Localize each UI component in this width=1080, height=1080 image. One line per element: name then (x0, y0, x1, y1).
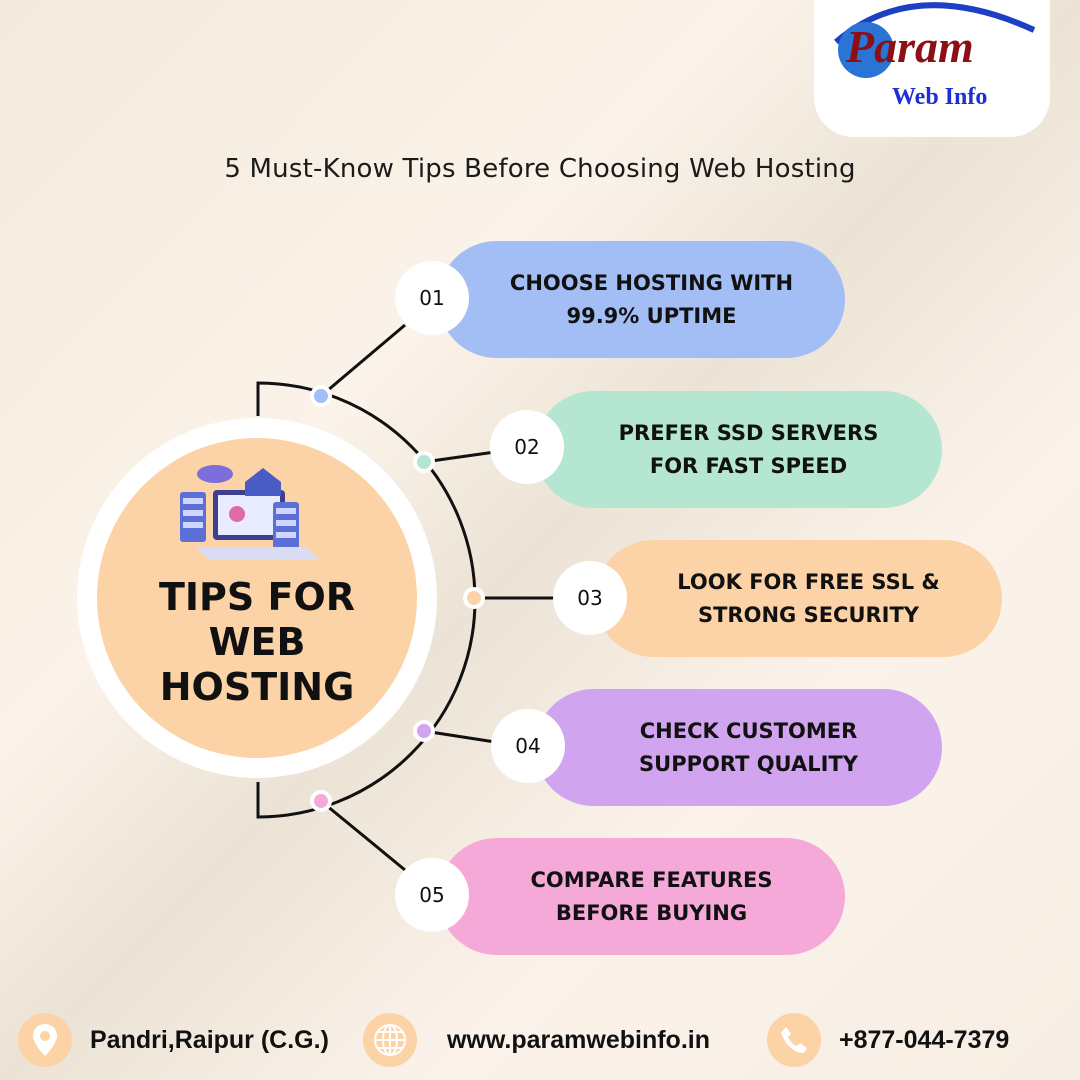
address-text: Pandri,Raipur (C.G.) (90, 1025, 329, 1054)
tip-number-05: 05 (395, 858, 469, 932)
tip-card-05: COMPARE FEATURES BEFORE BUYING (438, 838, 845, 955)
tip-text: LOOK FOR FREE SSL & (677, 569, 940, 594)
tip-card-04: CHECK CUSTOMER SUPPORT QUALITY (535, 689, 942, 806)
dot-05 (310, 790, 332, 812)
dot-01 (310, 385, 332, 407)
svg-text:Web Info: Web Info (892, 84, 987, 110)
footer-phone[interactable]: +877-044-7379 (767, 1012, 1009, 1068)
center-heading-line3: HOSTING (159, 665, 355, 709)
page-title: 5 Must-Know Tips Before Choosing Web Hos… (224, 154, 856, 184)
web-hosting-illustration-icon (180, 465, 320, 560)
location-pin-icon (18, 1013, 72, 1067)
logo-card: Param Web Info (814, 0, 1050, 137)
dot-03 (463, 587, 485, 609)
dot-04 (413, 720, 435, 742)
tip-text: 99.9% UPTIME (566, 303, 737, 328)
center-heading-line2: WEB (208, 620, 306, 664)
tip-number-03: 03 (553, 561, 627, 635)
footer-address: Pandri,Raipur (C.G.) (18, 1012, 329, 1068)
center-heading-line1: TIPS FOR (158, 575, 356, 619)
tip-card-01: CHOOSE HOSTING WITH 99.9% UPTIME (438, 241, 845, 358)
tip-number-02: 02 (490, 410, 564, 484)
tip-text: PREFER SSD SERVERS (618, 420, 879, 445)
tip-text: CHECK CUSTOMER (639, 718, 858, 743)
tip-text: BEFORE BUYING (555, 900, 748, 925)
svg-text:Param: Param (845, 21, 974, 72)
tip-text: STRONG SECURITY (697, 602, 920, 627)
footer-website[interactable]: www.paramwebinfo.in (363, 1012, 710, 1068)
tip-text: COMPARE FEATURES (530, 867, 773, 892)
tip-text: SUPPORT QUALITY (639, 751, 858, 776)
website-link[interactable]: www.paramwebinfo.in (447, 1025, 710, 1054)
tip-card-02: PREFER SSD SERVERS FOR FAST SPEED (535, 391, 942, 508)
phone-number[interactable]: +877-044-7379 (839, 1025, 1010, 1054)
tip-number-04: 04 (491, 709, 565, 783)
globe-icon (363, 1013, 417, 1067)
tip-number-01: 01 (395, 261, 469, 335)
param-web-info-logo: Param Web Info (834, 2, 1036, 110)
center-heading: TIPS FOR WEB HOSTING (97, 575, 417, 710)
tip-text: CHOOSE HOSTING WITH (509, 270, 794, 295)
phone-icon (767, 1013, 821, 1067)
tip-text: FOR FAST SPEED (649, 453, 848, 478)
tip-card-03: LOOK FOR FREE SSL & STRONG SECURITY (595, 540, 1002, 657)
dot-02 (413, 451, 435, 473)
